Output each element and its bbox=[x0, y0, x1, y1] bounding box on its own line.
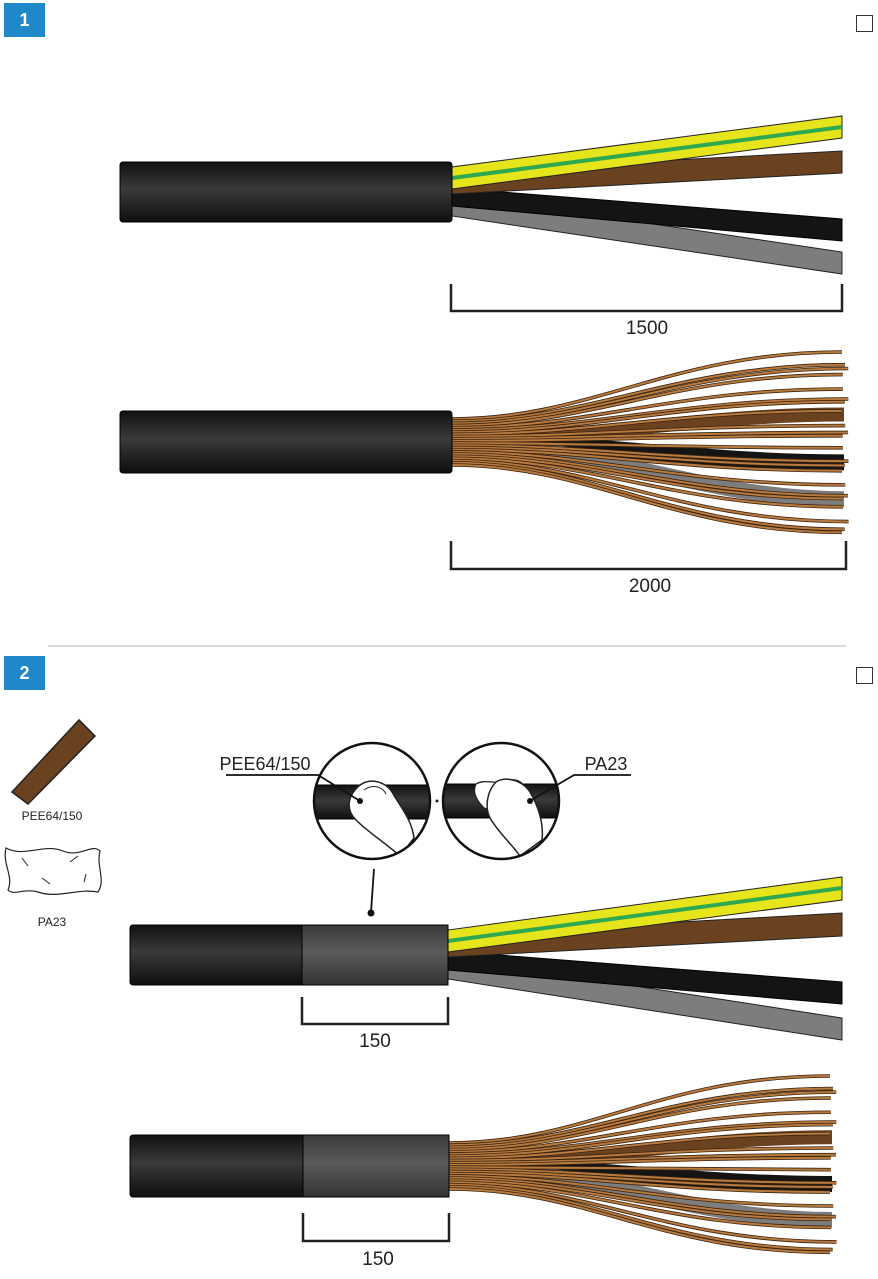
copper-strand bbox=[448, 1172, 831, 1194]
copper-strand bbox=[451, 446, 845, 467]
copper-strand bbox=[451, 431, 849, 440]
copper-strand-outline bbox=[451, 350, 843, 421]
copper-strand bbox=[451, 442, 843, 449]
cable-jacket bbox=[119, 161, 453, 223]
copper-strand bbox=[451, 455, 843, 500]
dimension-label-1500: 1500 bbox=[626, 318, 668, 339]
green-stripe bbox=[447, 886, 843, 943]
step-1-checkbox[interactable] bbox=[856, 15, 873, 32]
copper-strands bbox=[448, 1074, 837, 1255]
shrink-sleeve bbox=[302, 1134, 450, 1198]
step-2-checkbox[interactable] bbox=[856, 667, 873, 684]
copper-strand bbox=[451, 450, 846, 486]
green-stripe bbox=[451, 125, 843, 180]
copper-strand bbox=[448, 1075, 831, 1144]
copper-strand bbox=[448, 1111, 831, 1153]
copper-strand bbox=[448, 1170, 833, 1188]
copper-strand bbox=[451, 461, 845, 531]
callout-pee64: PEE64/150 bbox=[219, 754, 363, 804]
copper-strand bbox=[448, 1183, 837, 1243]
copper-strand bbox=[451, 388, 843, 429]
step-1-cable-strands bbox=[119, 350, 849, 535]
material-label-pa23: PA23 bbox=[38, 915, 67, 929]
copper-strand bbox=[448, 1188, 831, 1254]
copper-strand bbox=[448, 1153, 837, 1164]
copper-strand bbox=[451, 367, 849, 425]
copper-strand bbox=[448, 1097, 831, 1151]
callout-pa23: PA23 bbox=[527, 754, 631, 804]
copper-strand bbox=[451, 434, 843, 442]
step-1-cable-conductors bbox=[119, 115, 843, 275]
copper-strand bbox=[448, 1181, 831, 1229]
copper-strand bbox=[451, 457, 843, 508]
dimension-150-upper: 150 bbox=[300, 997, 450, 1052]
shrink-sleeve bbox=[301, 924, 449, 986]
copper-strand bbox=[448, 1177, 836, 1218]
copper-strand bbox=[451, 424, 846, 438]
copper-strand bbox=[448, 1087, 834, 1147]
detail-circle-sleeve bbox=[312, 741, 432, 861]
dimension-1500: 1500 bbox=[449, 284, 844, 339]
copper-strand bbox=[448, 1185, 833, 1251]
cable-jacket bbox=[119, 410, 453, 474]
copper-strand bbox=[448, 1166, 831, 1171]
callout-label-pa23: PA23 bbox=[585, 754, 628, 774]
dimension-label-2000: 2000 bbox=[629, 576, 671, 597]
copper-strand bbox=[448, 1121, 837, 1155]
copper-strand bbox=[448, 1132, 831, 1160]
separator-dot bbox=[435, 799, 439, 803]
dimension-150-lower: 150 bbox=[301, 1213, 451, 1270]
material-label-pee64: PEE64/150 bbox=[22, 809, 83, 823]
cleaning-wipe-icon bbox=[4, 847, 102, 895]
copper-strand bbox=[451, 453, 848, 497]
copper-strand bbox=[451, 409, 843, 436]
copper-strand bbox=[451, 373, 843, 427]
copper-strand bbox=[448, 1147, 834, 1162]
copper-strand bbox=[448, 1156, 831, 1166]
copper-strand bbox=[448, 1174, 834, 1208]
copper-strand bbox=[451, 363, 846, 423]
dimension-2000: 2000 bbox=[449, 541, 848, 597]
copper-strand bbox=[451, 351, 843, 420]
copper-strand bbox=[451, 398, 849, 431]
step-divider bbox=[48, 645, 846, 647]
callout-label-pee64: PEE64/150 bbox=[219, 754, 310, 774]
copper-strand bbox=[451, 400, 845, 434]
copper-strand bbox=[448, 1091, 837, 1149]
copper-strand bbox=[451, 464, 843, 534]
brown-tape-strip-icon bbox=[10, 718, 97, 805]
step-1-badge: 1 bbox=[4, 3, 45, 37]
copper-strand bbox=[448, 1168, 837, 1184]
copper-strand bbox=[448, 1123, 833, 1158]
copper-strand bbox=[448, 1179, 831, 1221]
step-2-cable-conductors bbox=[129, 876, 843, 1041]
copper-strand bbox=[451, 444, 849, 463]
step-2-badge: 2 bbox=[4, 656, 45, 690]
copper-strand bbox=[451, 448, 843, 472]
detail-circle-cleaning bbox=[441, 741, 561, 861]
leader-line bbox=[367, 868, 375, 917]
step-2-cable-strands bbox=[129, 1074, 837, 1255]
copper-strands bbox=[451, 350, 849, 535]
dimension-label-150-lower: 150 bbox=[362, 1249, 394, 1270]
dimension-label-150-upper: 150 bbox=[359, 1031, 391, 1052]
copper-strand bbox=[451, 459, 849, 523]
